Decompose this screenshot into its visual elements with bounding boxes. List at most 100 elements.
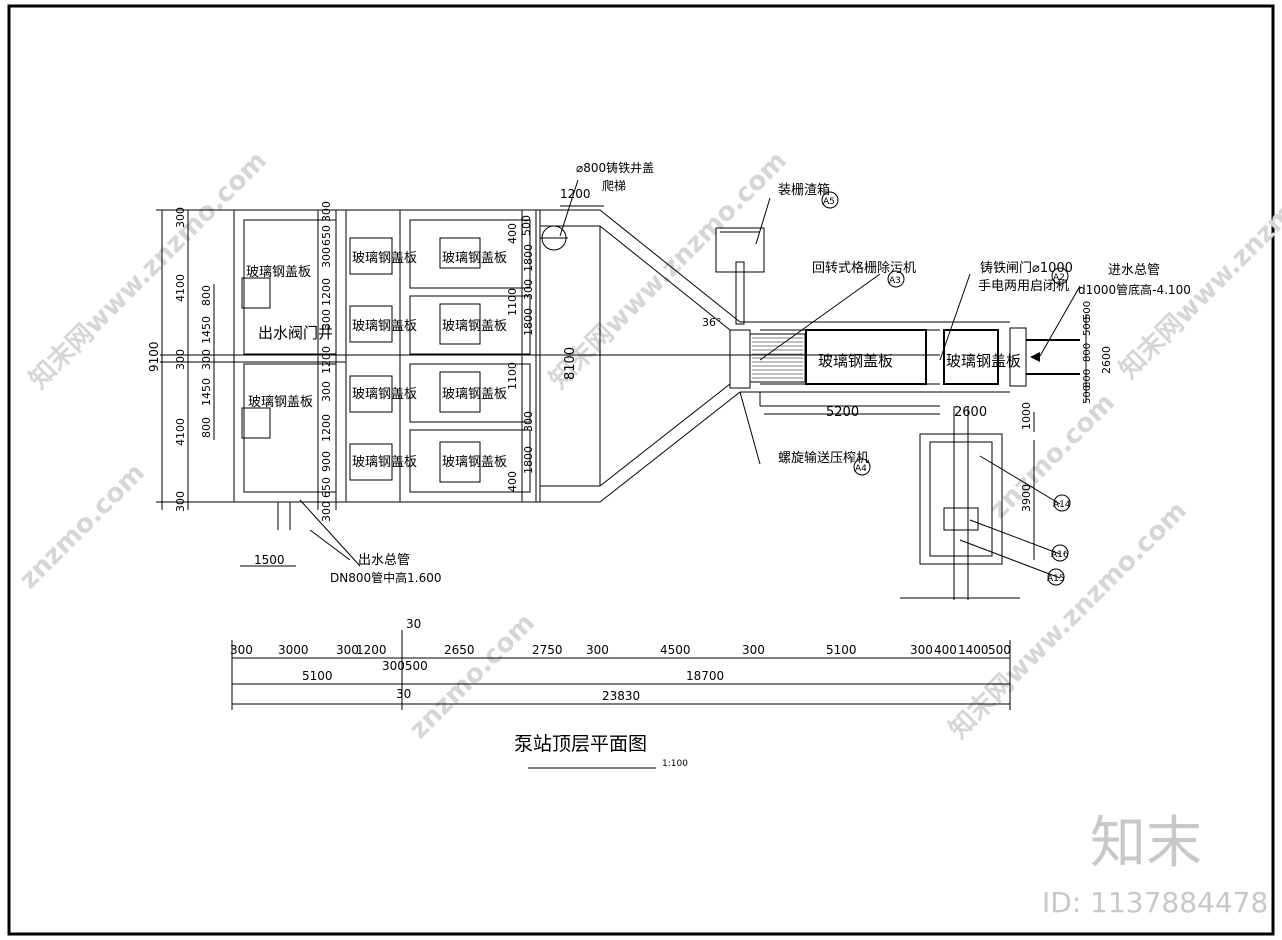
leaders <box>299 179 1081 579</box>
dim-right-2: 800 <box>1082 343 1093 362</box>
drawing-title: 泵站顶层平面图 <box>514 733 647 755</box>
label-manhole: ⌀800铸铁井盖 <box>576 160 654 175</box>
dim-left-d1: 300 <box>174 207 187 228</box>
label-screw-press: 螺旋输送压榨机 <box>778 450 869 466</box>
bottom-d7: 300 <box>586 643 609 657</box>
screen-box <box>715 227 765 325</box>
dim-col-1: 300 <box>320 201 333 222</box>
bottom-d6: 2750 <box>532 643 563 657</box>
labels: 玻璃钢盖板 出水阀门井 玻璃钢盖板 玻璃钢盖板 玻璃钢盖板 玻璃钢盖板 玻璃钢盖… <box>246 160 1191 585</box>
dim-2600-vert: 2600 <box>1100 346 1113 374</box>
bottom-d9: 300 <box>742 643 765 657</box>
dim-col2-4: 1100 <box>506 288 519 316</box>
dim-1500: 1500 <box>254 553 285 567</box>
dim-left-s2: 1450 <box>200 316 213 344</box>
bottom-d1: 300 <box>230 643 253 657</box>
tag-a14: A14 <box>1053 500 1071 510</box>
tag-circles <box>821 191 1071 586</box>
dim-right-4: 800 <box>1082 369 1093 388</box>
drawing-frame <box>7 4 1275 936</box>
dim-col2-8: 1800 <box>522 446 535 474</box>
bottom-30a: 30 <box>406 617 421 631</box>
dim-500: 500 <box>520 215 533 236</box>
label-gate-valve: 铸铁闸门⌀1000 <box>980 260 1073 276</box>
label-inlet-main-2: d1000管底高-4.100 <box>1078 282 1191 297</box>
watermarks: 知末网www.znzmo.com 知末网www.znzmo.com znzmo.… <box>14 136 1282 745</box>
dim-left-d5: 300 <box>174 491 187 512</box>
label-panel-8: 玻璃钢盖板 <box>442 319 507 334</box>
label-inlet-main: 进水总管 <box>1108 263 1160 278</box>
dim-5200: 5200 <box>826 405 859 420</box>
label-panel-11: 玻璃钢盖板 <box>818 352 893 370</box>
dim-left-s5: 800 <box>200 417 213 438</box>
horizontal-dimension-texts: 1200 500 5200 2600 1500 300 3000 300 120… <box>230 187 1011 703</box>
label-panel-6: 玻璃钢盖板 <box>352 455 417 470</box>
dim-left-s1: 800 <box>200 285 213 306</box>
watermark-3: znzmo.com <box>404 608 541 745</box>
label-gate-valve-2: 手电两用启闭机 <box>978 279 1069 294</box>
label-angle: 36° <box>702 316 722 329</box>
dim-col2-7: 300 <box>522 411 535 432</box>
bottom-d2: 3000 <box>278 643 309 657</box>
drawing-scale: 1:100 <box>662 759 688 769</box>
manhole-cover <box>540 225 568 251</box>
label-panel-2: 玻璃钢盖板 <box>248 395 313 410</box>
watermark-4: znzmo.com <box>14 458 151 595</box>
dim-8100: 8100 <box>563 347 578 380</box>
bottom-d13: 1400 <box>958 643 989 657</box>
label-rotary-screen: 回转式格栅除污机 <box>812 260 916 276</box>
bottom-d11: 300 <box>910 643 933 657</box>
dim-col2-5: 1800 <box>522 308 535 336</box>
label-panel-4: 玻璃钢盖板 <box>352 319 417 334</box>
left-dimension-texts: 9100 300 4100 300 4100 300 800 1450 300 … <box>147 201 1113 522</box>
label-outlet-main: 出水总管 <box>358 553 410 568</box>
dim-3900: 3900 <box>1020 484 1033 512</box>
dim-col-9: 900 <box>320 451 333 472</box>
frp-panels <box>241 237 999 483</box>
bottom-row2-1: 5100 <box>302 669 333 683</box>
bottom-d12: 400 <box>934 643 957 657</box>
left-dimensions <box>156 209 537 510</box>
dim-1200: 1200 <box>560 187 591 201</box>
bottom-300500: 300500 <box>382 659 428 673</box>
label-ladder: 爬梯 <box>602 179 626 193</box>
dim-left-d2: 4100 <box>174 274 187 302</box>
bottom-row2-2: 18700 <box>686 669 724 683</box>
label-panel-10: 玻璃钢盖板 <box>442 455 507 470</box>
logo-text: 知末 <box>1090 811 1202 876</box>
label-panel-7: 玻璃钢盖板 <box>442 251 507 266</box>
dim-col-10: 650 <box>320 477 333 498</box>
label-outlet-well: 出水阀门井 <box>258 324 333 342</box>
bottom-d5: 2650 <box>444 643 475 657</box>
label-panel-5: 玻璃钢盖板 <box>352 387 417 402</box>
dim-col2-1: 400 <box>506 223 519 244</box>
bottom-d4: 1200 <box>356 643 387 657</box>
tag-a15: A15 <box>1047 574 1065 584</box>
dim-col2-9: 400 <box>506 471 519 492</box>
tag-a3: A3 <box>889 276 901 286</box>
label-panel-1: 玻璃钢盖板 <box>246 265 311 280</box>
label-outlet-main-2: DN800管中高1.600 <box>330 570 441 585</box>
wet-well-column-2 <box>399 209 541 503</box>
dim-right-1: 500 <box>1082 317 1093 336</box>
rotary-screen <box>729 329 806 389</box>
dim-col-2: 650 <box>320 225 333 246</box>
dim-2600: 2600 <box>954 405 987 420</box>
dim-col-7: 300 <box>320 381 333 402</box>
dim-col-11: 300 <box>320 501 333 522</box>
dim-col-6: 1200 <box>320 346 333 374</box>
dim-left-s3: 300 <box>200 349 213 370</box>
dim-left-s4: 1450 <box>200 378 213 406</box>
inlet-channel <box>540 209 1010 503</box>
screen-hatch <box>752 337 803 379</box>
bottom-d3: 300 <box>336 643 359 657</box>
bottom-30b: 30 <box>396 687 411 701</box>
dim-col-5: 300 <box>320 309 333 330</box>
inlet-pipe <box>1009 327 1080 387</box>
watermark-2: 知末网www.znzmo.com <box>544 146 793 395</box>
dim-col2-6: 1100 <box>506 362 519 390</box>
watermark-6: 知末网www.znzmo.com <box>944 496 1193 745</box>
dim-col-8: 1200 <box>320 414 333 442</box>
dim-col-4: 1200 <box>320 278 333 306</box>
bottom-d14: 500 <box>988 643 1011 657</box>
